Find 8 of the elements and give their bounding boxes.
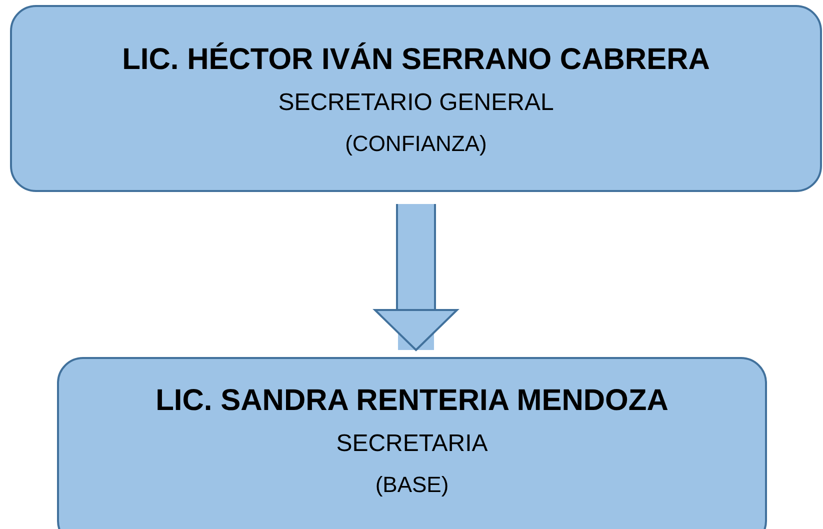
position-type: (CONFIANZA) [345,131,487,157]
person-name: LIC. HÉCTOR IVÁN SERRANO CABRERA [122,43,710,77]
job-title: SECRETARIO GENERAL [278,89,554,117]
person-name: LIC. SANDRA RENTERIA MENDOZA [156,384,668,418]
job-title: SECRETARIA [336,430,488,458]
org-box [10,5,822,192]
org-box [57,357,767,529]
position-type: (BASE) [375,472,449,498]
